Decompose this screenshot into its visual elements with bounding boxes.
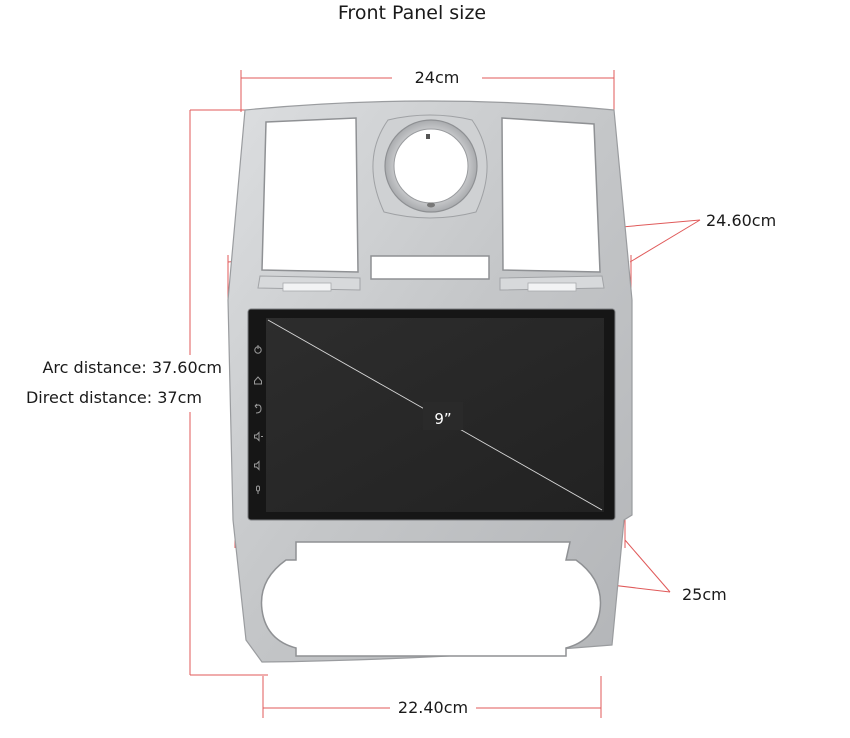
volume-up-icon xyxy=(254,431,263,442)
back-icon xyxy=(254,403,262,414)
lower-width-label: 25cm xyxy=(682,585,727,604)
front-panel: 9” xyxy=(227,100,633,663)
side-icon-strip xyxy=(254,345,263,494)
mic-icon xyxy=(256,485,260,494)
center-slot xyxy=(370,255,490,280)
volume-down-icon xyxy=(254,460,260,471)
top-width-label: 24cm xyxy=(415,68,460,87)
clock-opening xyxy=(393,128,469,204)
side-width-label: 24.60cm xyxy=(706,211,776,230)
screen-size-label: 9” xyxy=(434,410,451,428)
power-icon xyxy=(254,345,262,354)
direct-distance-label: Direct distance: 37cm xyxy=(26,388,202,407)
page-title: Front Panel size xyxy=(338,2,486,24)
home-icon xyxy=(254,376,262,385)
bottom-width-label: 22.40cm xyxy=(398,698,468,717)
arc-distance-label: Arc distance: 37.60cm xyxy=(42,358,222,377)
left-vent-opening xyxy=(261,117,359,273)
right-vent-opening xyxy=(501,117,601,273)
climate-opening xyxy=(260,541,602,657)
